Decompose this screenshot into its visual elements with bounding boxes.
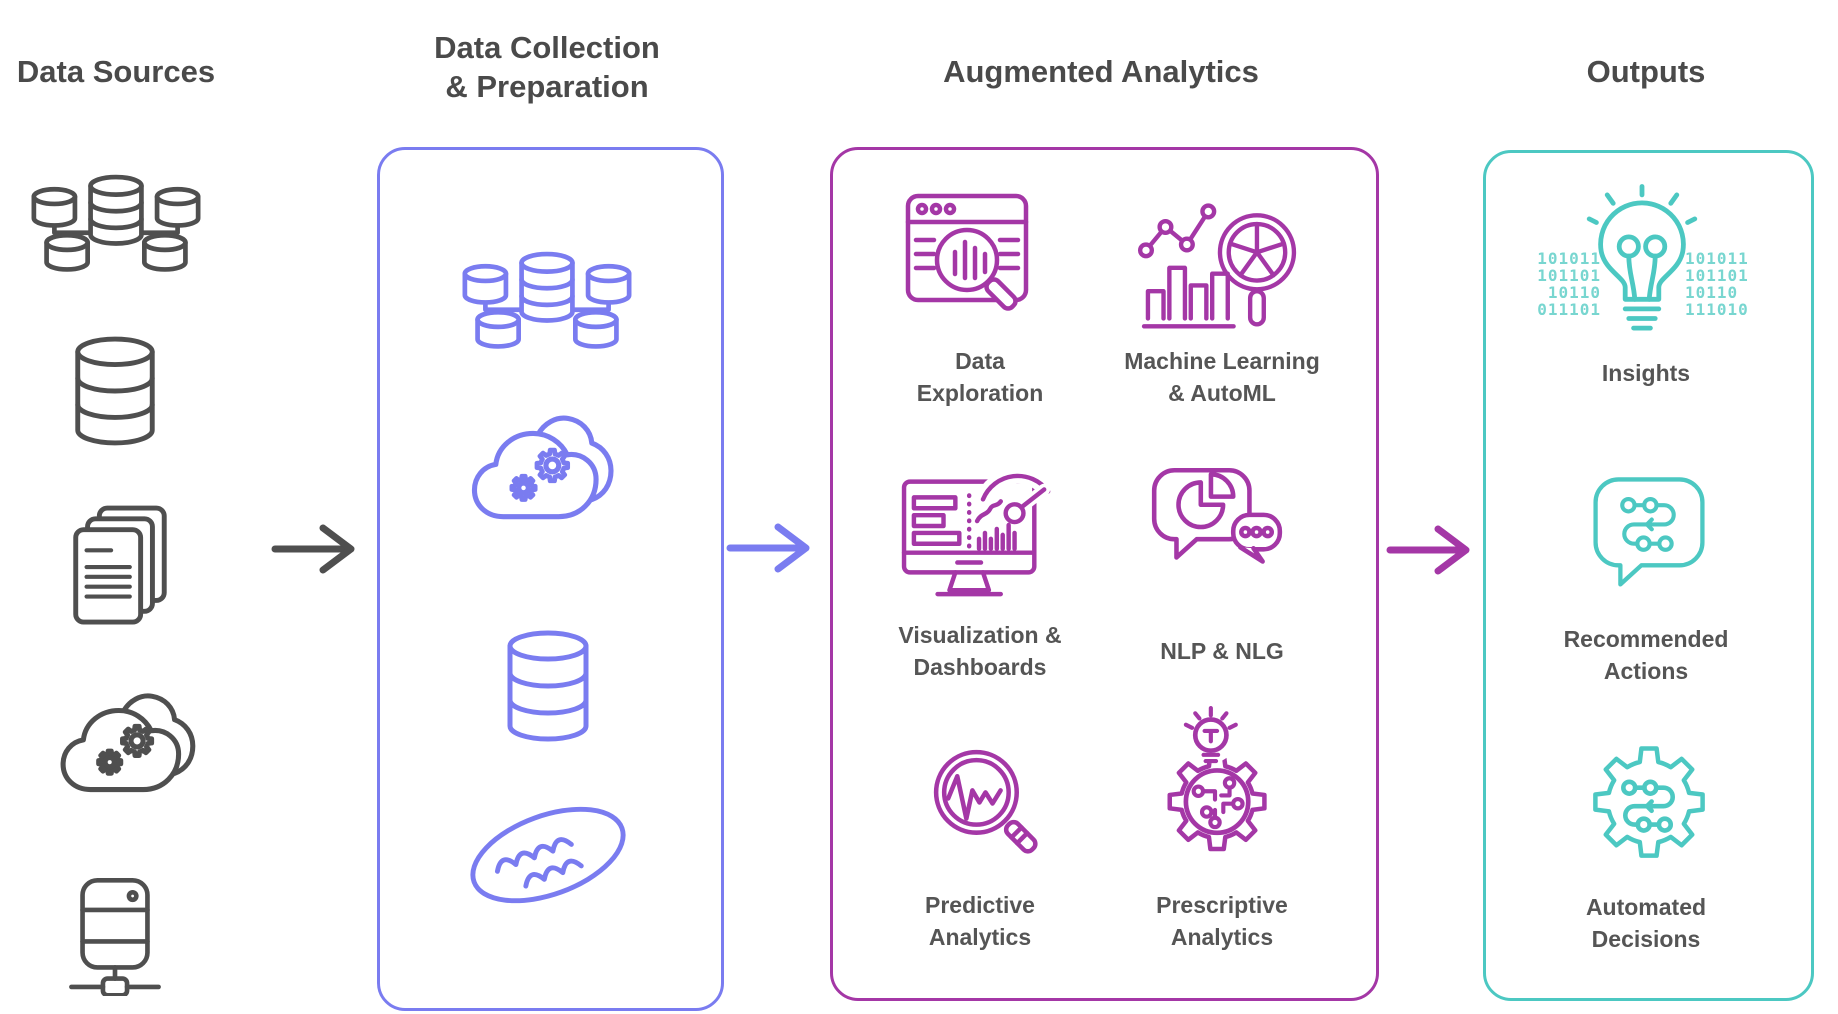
database-network-icon	[459, 249, 635, 351]
arrow-collection-to-analytics-icon	[726, 521, 810, 575]
database-network-icon	[28, 172, 204, 274]
nlp-nlg-label: NLP & NLG	[1160, 638, 1284, 664]
database-icon	[66, 332, 164, 450]
prescriptive-analytics-label: Prescriptive Analytics	[1156, 892, 1288, 950]
arrow-analytics-to-outputs-icon	[1386, 523, 1470, 577]
prescriptive-analytics-icon	[1142, 706, 1288, 864]
recommended-actions-icon	[1593, 477, 1705, 587]
database-icon	[498, 626, 598, 746]
data-exploration-label: Data Exploration	[916, 348, 1044, 406]
data-exploration-icon	[905, 193, 1029, 311]
predictive-analytics-label: Predictive Analytics	[925, 892, 1035, 950]
insights-label: Insights	[1601, 360, 1691, 386]
insights-binary-left: 101011 101101 10110 011101	[1537, 249, 1601, 319]
augmented-analytics-title: Augmented Analytics	[943, 54, 1259, 89]
machine-learning-automl-label: Machine Learning & AutoML	[1124, 348, 1320, 406]
predictive-analytics-icon	[933, 749, 1038, 854]
automated-decisions-label: Automated Decisions	[1585, 894, 1707, 952]
arrow-sources-to-collection-icon	[271, 522, 355, 576]
documents-icon	[73, 505, 167, 625]
server-icon	[69, 877, 161, 996]
insights-lightbulb-icon	[1586, 184, 1698, 331]
data-collection-title: Data Collection & Preparation	[434, 30, 660, 105]
visualization-dashboards-label: Visualization & Dashboards	[898, 622, 1062, 680]
automated-decisions-icon	[1580, 732, 1718, 870]
cloud-processing-icon	[56, 688, 208, 810]
outputs-title: Outputs	[1586, 54, 1706, 89]
recommended-actions-label: Recommended Actions	[1563, 626, 1729, 684]
data-lake-icon	[470, 806, 626, 904]
data-sources-title: Data Sources	[16, 54, 216, 89]
cloud-processing-icon	[467, 410, 627, 538]
machine-learning-automl-icon	[1137, 203, 1297, 329]
insights-binary-right: 101011 101101 10110 111010	[1685, 249, 1749, 319]
nlp-nlg-icon	[1151, 467, 1283, 564]
visualization-dashboards-icon	[901, 468, 1057, 597]
